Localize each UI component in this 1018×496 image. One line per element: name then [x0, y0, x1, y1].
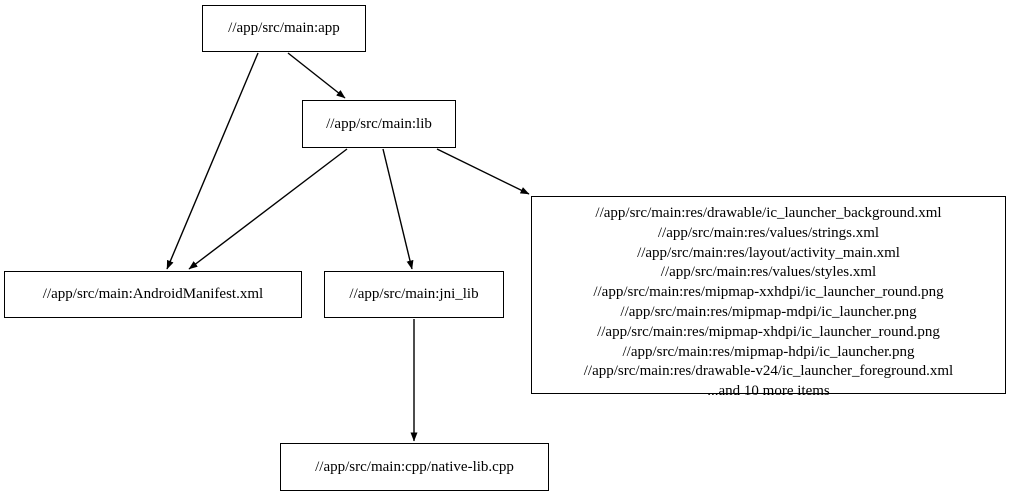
graph-node-native-lib-cpp[interactable]: //app/src/main:cpp/native-lib.cpp: [280, 443, 549, 491]
graph-edge-lib-to-manifest: [188, 148, 348, 270]
graph-edge-lib-to-resources: [436, 148, 530, 195]
graph-node-label: //app/src/main:AndroidManifest.xml: [42, 286, 264, 302]
graph-node-label-line: //app/src/main:res/drawable/ic_launcher_…: [595, 205, 942, 221]
graph-edge-app-to-manifest: [166, 52, 259, 270]
graph-node-label-line: //app/src/main:res/mipmap-hdpi/ic_launch…: [622, 343, 915, 360]
graph-node-label-line: //app/src/main:res/values/strings.xml: [657, 224, 880, 241]
graph-node-label-line: //app/src/main:res/layout/activity_main.…: [637, 244, 900, 261]
graph-node-label-line: //app/src/main:res/values/styles.xml: [660, 264, 877, 281]
graph-node-lib[interactable]: //app/src/main:lib: [302, 100, 456, 148]
graph-node-label: //app/src/main:lib: [326, 115, 432, 132]
graph-node-resources[interactable]: //app/src/main:res/drawable/ic_launcher_…: [531, 196, 1006, 399]
graph-node-label: //app/src/main:app: [228, 20, 340, 36]
graph-node-label-line: //app/src/main:res/mipmap-xxhdpi/ic_laun…: [593, 284, 944, 301]
graph-node-label-line: //app/src/main:res/drawable-v24/ic_launc…: [583, 363, 954, 380]
graph-node-label-line: //app/src/main:res/mipmap-mdpi/ic_launch…: [620, 303, 917, 320]
graph-edge-lib-to-jni_lib: [382, 148, 414, 270]
graph-node-androidmanifest[interactable]: //app/src/main:AndroidManifest.xml: [4, 271, 302, 318]
graph-node-label-line: //app/src/main:res/mipmap-xhdpi/ic_launc…: [597, 323, 940, 340]
graph-edge-app-to-lib: [287, 52, 346, 99]
graph-node-jni-lib[interactable]: //app/src/main:jni_lib: [324, 271, 504, 318]
graph-node-app[interactable]: //app/src/main:app: [202, 5, 366, 52]
graph-node-label-line: ...and 10 more items: [707, 383, 830, 400]
graph-node-label: //app/src/main:jni_lib: [349, 286, 479, 302]
graph-node-label: //app/src/main:cpp/native-lib.cpp: [315, 458, 514, 475]
